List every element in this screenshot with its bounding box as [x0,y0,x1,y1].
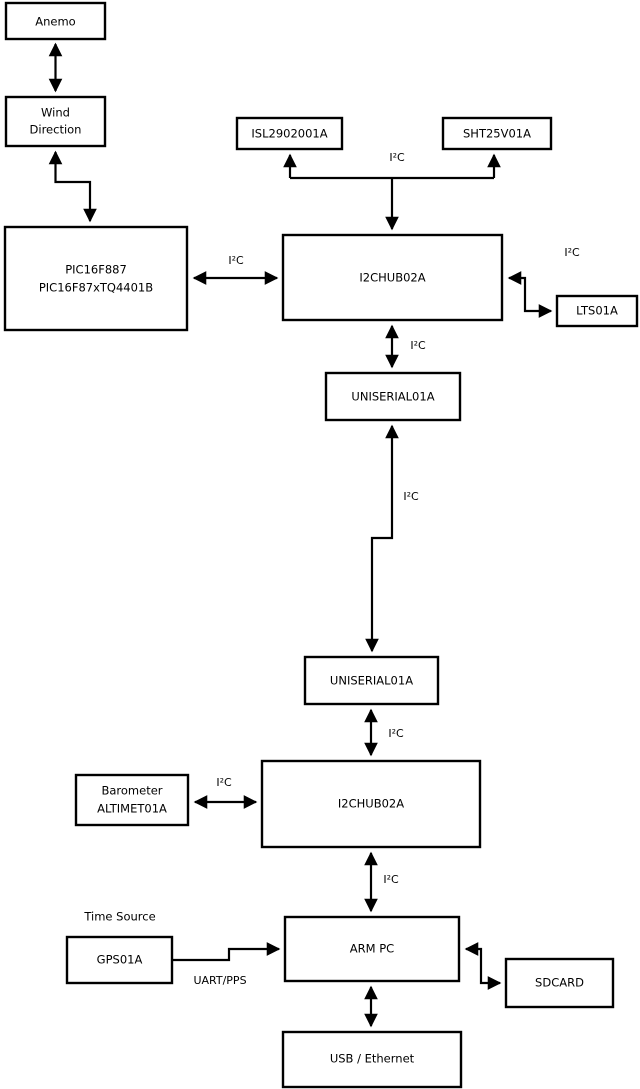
edge-line [464,942,502,990]
node-box[interactable] [283,915,461,983]
node-box[interactable] [4,95,107,148]
node-label-barometer-line2: ALTIMET01A [97,802,167,816]
node-label-isl: ISL2902001A [251,127,327,141]
node-box[interactable] [555,294,639,328]
node-isl2902001a[interactable]: ISL2902001A [235,116,344,151]
node-label-pic-line1: PIC16F887 [65,263,127,277]
node-i2chub02a-top[interactable]: I2CHUB02A [281,233,504,322]
edge-pic-wind-direction [48,150,97,223]
edge-armpc-sdcard [464,942,502,990]
node-label-barometer-line1: Barometer [101,784,162,798]
edge-label-barometer-i2chub: I²C [216,776,232,789]
edge-line [48,150,97,223]
node-lts01a[interactable]: LTS01A [555,294,639,328]
edge-label-gps-armpc: UART/PPS [193,974,246,987]
edge-pic-i2chub-top: I²C [192,254,279,285]
node-box[interactable] [65,935,174,985]
edge-line [365,424,399,653]
node-barometer-altimet01a[interactable]: Barometer ALTIMET01A [74,773,190,827]
edge-uniserial-uniserial: I²C [365,424,419,653]
node-box[interactable] [3,225,189,332]
node-arm-pc[interactable]: ARM PC [283,915,461,983]
node-wind-direction[interactable]: Wind Direction [4,95,107,148]
edge-line [507,271,553,318]
edge-label-i2chub-lts: I²C [564,246,580,259]
node-box[interactable] [281,1030,463,1089]
edge-i2chub-to-sensors: I²C [283,151,501,231]
node-label-uniserial-lower: UNISERIAL01A [330,674,413,688]
node-usb-ethernet[interactable]: USB / Ethernet [281,1030,463,1089]
node-pic-microcontroller[interactable]: PIC16F887 PIC16F87xTQ4401B [3,225,189,332]
node-label-lts: LTS01A [576,304,618,318]
edge-label-uniserial-link: I²C [403,490,419,503]
node-label-i2chub-bottom: I2CHUB02A [338,797,404,811]
node-label-uniserial-upper: UNISERIAL01A [351,390,434,404]
edge-uniserial-i2chub-bottom: I²C [364,708,404,757]
node-box[interactable] [74,773,190,827]
node-box[interactable] [281,233,504,322]
node-i2chub02a-bottom[interactable]: I2CHUB02A [260,759,482,849]
node-label-anemo: Anemo [35,15,75,29]
node-label-sdcard: SDCARD [535,976,584,990]
node-label-wind-line2: Direction [30,123,82,137]
node-anemo[interactable]: Anemo [4,1,107,41]
node-box[interactable] [303,655,440,706]
node-label-gps: GPS01A [97,953,143,967]
node-box[interactable] [4,1,107,41]
edge-i2chub-armpc: I²C [364,851,399,913]
node-label-i2chub-top: I2CHUB02A [359,271,425,285]
node-label-usbethernet: USB / Ethernet [330,1052,415,1066]
edge-line [172,942,281,962]
edge-i2chub-lts01a: I²C [507,246,580,318]
edge-label-i2chub-uniserial: I²C [410,339,426,352]
node-box[interactable] [504,957,615,1009]
node-label-wind-line1: Wind [41,106,70,120]
edge-label-i2chub-armpc: I²C [383,873,399,886]
label-time-source: Time Source [83,910,155,924]
edge-gps-armpc: UART/PPS [172,942,281,987]
node-sht25v01a[interactable]: SHT25V01A [441,116,553,151]
node-sdcard[interactable]: SDCARD [504,957,615,1009]
edge-label-uniserial-i2chub: I²C [388,727,404,740]
edge-label-pic-i2chub: I²C [228,254,244,267]
node-box[interactable] [324,371,462,422]
edge-i2chub-uniserial-upper: I²C [385,324,426,369]
node-uniserial01a-upper[interactable]: UNISERIAL01A [324,371,462,422]
node-box[interactable] [235,116,344,151]
node-box[interactable] [441,116,553,151]
node-box[interactable] [260,759,482,849]
node-uniserial01a-lower[interactable]: UNISERIAL01A [303,655,440,706]
node-label-pic-line2: PIC16F87xTQ4401B [39,281,153,295]
node-gps01a[interactable]: GPS01A [65,935,174,985]
node-label-sht: SHT25V01A [463,127,531,141]
edge-label-i2chub-sensors: I²C [389,151,405,164]
node-label-armpc: ARM PC [350,942,394,956]
edge-barometer-i2chub-bottom: I²C [193,776,258,809]
